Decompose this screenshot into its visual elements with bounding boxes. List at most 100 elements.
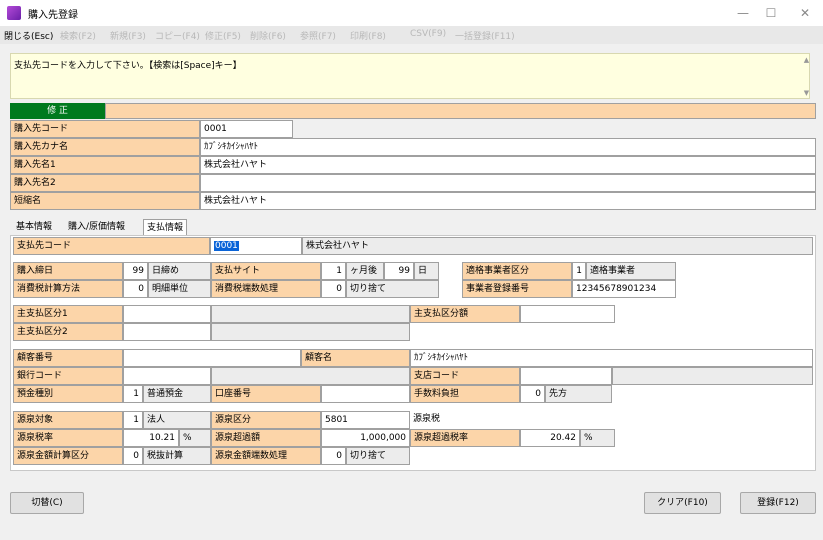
bank-name-display [211, 367, 410, 385]
payment-site-months-field[interactable]: 1 [321, 262, 346, 280]
payee-code-label: 支払先コード [13, 237, 210, 255]
customer-number-label: 顧客番号 [13, 349, 123, 367]
title-bar [0, 0, 823, 26]
business-reg-no-field[interactable]: 12345678901234 [572, 280, 676, 298]
supplier-name2-label: 購入先名2 [10, 174, 200, 192]
withholding-rate-label: 源泉税率 [13, 429, 123, 447]
withholding-target-field[interactable]: 1 [123, 411, 143, 429]
withholding-rate-unit: % [179, 429, 211, 447]
close-window-button[interactable]: ✕ [799, 6, 811, 20]
deposit-type-field[interactable]: 1 [123, 385, 143, 403]
tax-calc-method-text: 明細単位 [148, 280, 211, 298]
withholding-target-text: 法人 [143, 411, 211, 429]
withholding-excess-rate-label: 源泉超過税率 [410, 429, 520, 447]
switch-button[interactable]: 切替(C) [10, 492, 84, 514]
fee-burden-text: 先方 [545, 385, 612, 403]
minimize-button[interactable]: — [737, 6, 749, 20]
tab-basic-info[interactable]: 基本情報 [16, 222, 53, 232]
main-payment-amount-field[interactable] [520, 305, 615, 323]
main-payment-type2-label: 主支払区分2 [13, 323, 123, 341]
withholding-excess-rate-unit: % [580, 429, 615, 447]
main-payment-type1-label: 主支払区分1 [13, 305, 123, 323]
supplier-name1-label: 購入先名1 [10, 156, 200, 174]
mode-indicator: 修 正 [10, 103, 105, 119]
customer-number-field[interactable] [123, 349, 301, 367]
withholding-class-text: 源泉税 [413, 414, 441, 424]
qualified-invoice-code-field[interactable]: 1 [572, 262, 586, 280]
bank-code-field[interactable] [123, 367, 211, 385]
short-name-field[interactable]: 株式会社ハヤト [200, 192, 816, 210]
menu-view[interactable]: 参照(F7) [300, 32, 336, 42]
tab-payment-info[interactable]: 支払情報 [143, 219, 188, 236]
withholding-calc-text: 税抜計算 [143, 447, 211, 465]
main-payment-type1-field[interactable] [123, 305, 211, 323]
supplier-name2-field[interactable] [200, 174, 816, 192]
tax-calc-method-field[interactable]: 0 [123, 280, 148, 298]
branch-code-field[interactable] [520, 367, 612, 385]
message-text: 支払先コードを入力して下さい。【検索は[Space]キー】 [14, 61, 242, 71]
menu-search[interactable]: 検索(F2) [60, 32, 96, 42]
withholding-class-field[interactable]: 5801 [321, 411, 410, 429]
withholding-rounding-field[interactable]: 0 [321, 447, 346, 465]
main-payment-type2-text [211, 323, 410, 341]
payee-code-value: 0001 [214, 241, 239, 251]
menu-close-esc[interactable]: 閉じる(Esc) [4, 32, 54, 42]
bank-code-label: 銀行コード [13, 367, 123, 385]
closing-day-label: 購入締日 [13, 262, 123, 280]
withholding-excess-field[interactable]: 1,000,000 [321, 429, 410, 447]
supplier-code-field[interactable]: 0001 [200, 120, 293, 138]
customer-name-field[interactable]: ｶﾌﾞｼｷｶｲｼｬﾊﾔﾄ [410, 349, 813, 367]
window-title: 購入先登録 [28, 10, 78, 21]
supplier-kana-field[interactable]: ｶﾌﾞｼｷｶｲｼｬﾊﾔﾄ [200, 138, 816, 156]
branch-name-display [612, 367, 813, 385]
payment-site-day-unit: 日 [414, 262, 439, 280]
scroll-up-icon[interactable]: ▲ [803, 56, 810, 64]
closing-day-field[interactable]: 99 [123, 262, 148, 280]
mode-strip [105, 103, 816, 119]
menu-bulk-register[interactable]: 一括登録(F11) [455, 32, 515, 42]
qualified-invoice-label: 適格事業者区分 [462, 262, 572, 280]
clear-button[interactable]: クリア(F10) [644, 492, 721, 514]
main-payment-type1-text [211, 305, 410, 323]
tab-purchase-cost-info[interactable]: 購入/原価情報 [68, 222, 126, 232]
menu-print[interactable]: 印刷(F8) [350, 32, 386, 42]
supplier-kana-label: 購入先カナ名 [10, 138, 200, 156]
withholding-rate-field[interactable]: 10.21 [123, 429, 179, 447]
account-number-field[interactable] [321, 385, 410, 403]
tax-rounding-field[interactable]: 0 [321, 280, 346, 298]
customer-name-label: 顧客名 [301, 349, 410, 367]
menu-delete[interactable]: 削除(F6) [250, 32, 286, 42]
fee-burden-field[interactable]: 0 [520, 385, 545, 403]
payment-site-day-field[interactable]: 99 [384, 262, 414, 280]
withholding-rounding-text: 切り捨て [346, 447, 410, 465]
app-icon [7, 6, 21, 20]
withholding-rounding-label: 源泉金額端数処理 [211, 447, 321, 465]
withholding-excess-rate-field[interactable]: 20.42 [520, 429, 580, 447]
main-payment-amount-label: 主支払区分額 [410, 305, 520, 323]
scroll-down-icon[interactable]: ▼ [803, 89, 810, 97]
payee-code-field[interactable]: 0001 [210, 237, 302, 255]
withholding-target-label: 源泉対象 [13, 411, 123, 429]
tax-calc-method-label: 消費税計算方法 [13, 280, 123, 298]
menu-edit[interactable]: 修正(F5) [205, 32, 241, 42]
register-button[interactable]: 登録(F12) [740, 492, 816, 514]
deposit-type-label: 預金種別 [13, 385, 123, 403]
menu-bar [0, 26, 823, 44]
fee-burden-label: 手数料負担 [410, 385, 520, 403]
closing-day-unit: 日締め [148, 262, 211, 280]
menu-copy[interactable]: コピー(F4) [155, 32, 200, 42]
menu-new[interactable]: 新規(F3) [110, 32, 146, 42]
payment-site-label: 支払サイト [211, 262, 321, 280]
supplier-name1-field[interactable]: 株式会社ハヤト [200, 156, 816, 174]
supplier-code-label: 購入先コード [10, 120, 200, 138]
maximize-button[interactable]: ☐ [765, 6, 777, 20]
payment-site-months-unit: ヶ月後 [346, 262, 384, 280]
withholding-calc-field[interactable]: 0 [123, 447, 143, 465]
qualified-invoice-text: 適格事業者 [586, 262, 676, 280]
withholding-class-label: 源泉区分 [211, 411, 321, 429]
main-payment-type2-field[interactable] [123, 323, 211, 341]
menu-csv[interactable]: CSV(F9) [410, 29, 447, 39]
branch-code-label: 支店コード [410, 367, 520, 385]
business-reg-no-label: 事業者登録番号 [462, 280, 572, 298]
tax-rounding-label: 消費税端数処理 [211, 280, 321, 298]
